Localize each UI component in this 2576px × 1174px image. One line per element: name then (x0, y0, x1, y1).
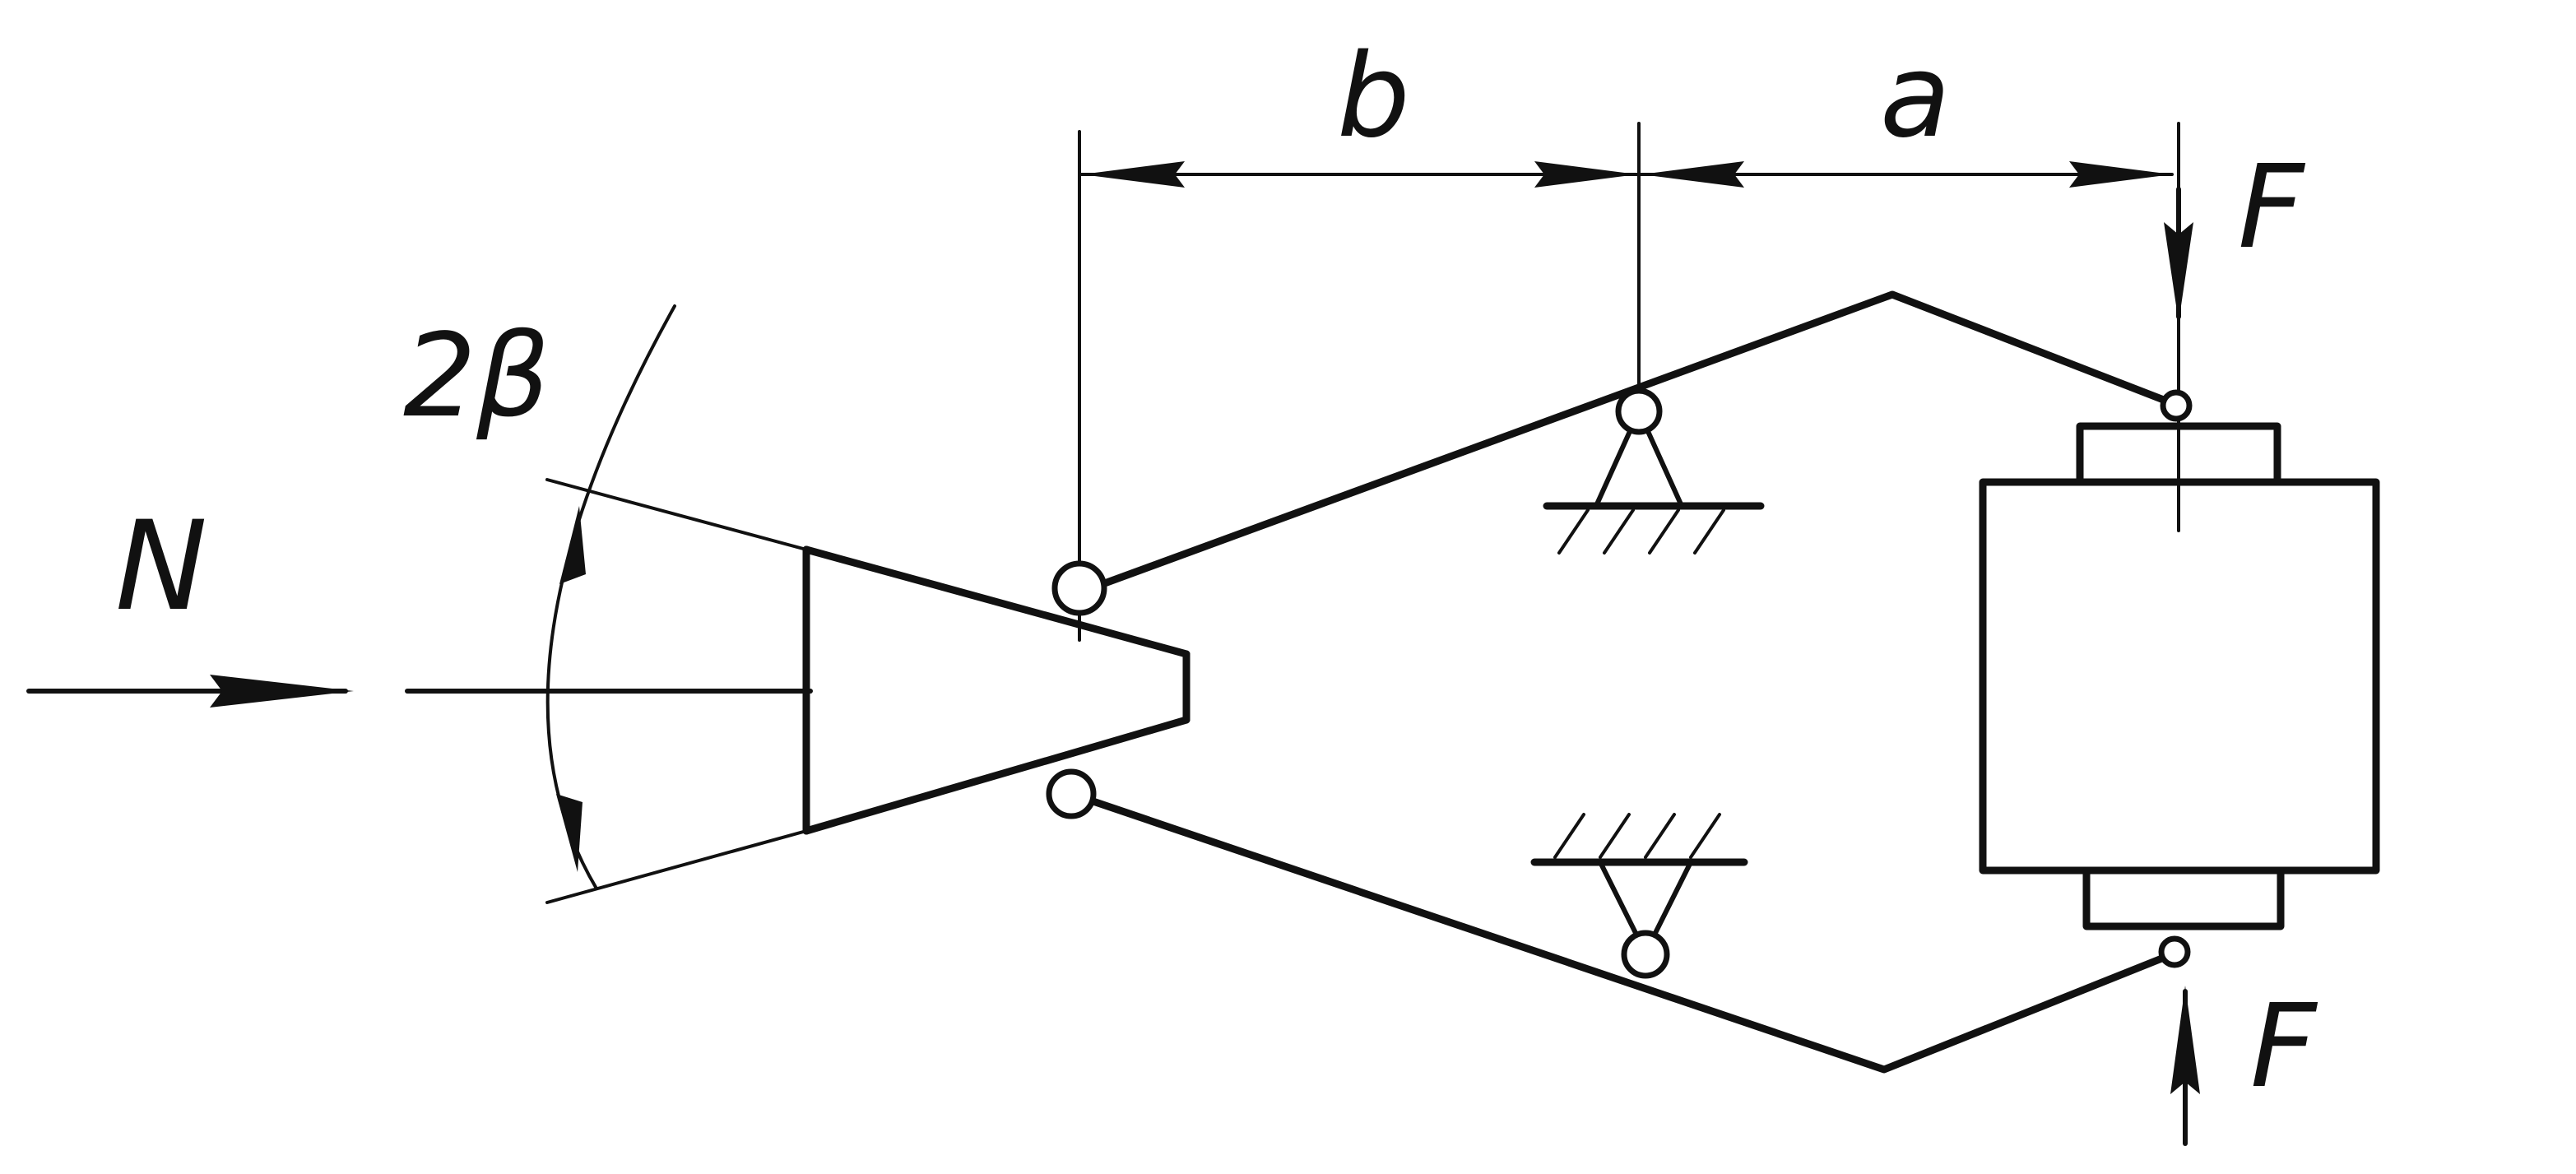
lower-roller-pin (1046, 768, 1097, 819)
force-f-bottom-arrow (2170, 986, 2200, 1146)
dimension-line (1078, 161, 2174, 188)
upper-pivot-support (1543, 122, 1765, 555)
angle-label: 2β (403, 309, 550, 443)
workpiece (1979, 422, 2380, 930)
dimension-a-label: a (1880, 30, 1951, 164)
upper-lever (1080, 290, 2176, 595)
force-f-top-label: F (2238, 141, 2306, 275)
force-f-bottom-label: F (2250, 980, 2318, 1114)
lower-pivot-support (1530, 813, 1748, 979)
force-n-arrow (26, 675, 354, 708)
force-f-top-arrow (2164, 187, 2193, 323)
lower-lever (1067, 790, 2176, 1074)
angle-2beta-arc (545, 304, 676, 890)
upper-jaw-pin (2160, 389, 2193, 422)
upper-roller-pin (1051, 560, 1107, 616)
lower-jaw-pin (2158, 935, 2191, 968)
dimension-b-label: b (1337, 30, 1410, 164)
force-n-label: N (115, 495, 207, 638)
